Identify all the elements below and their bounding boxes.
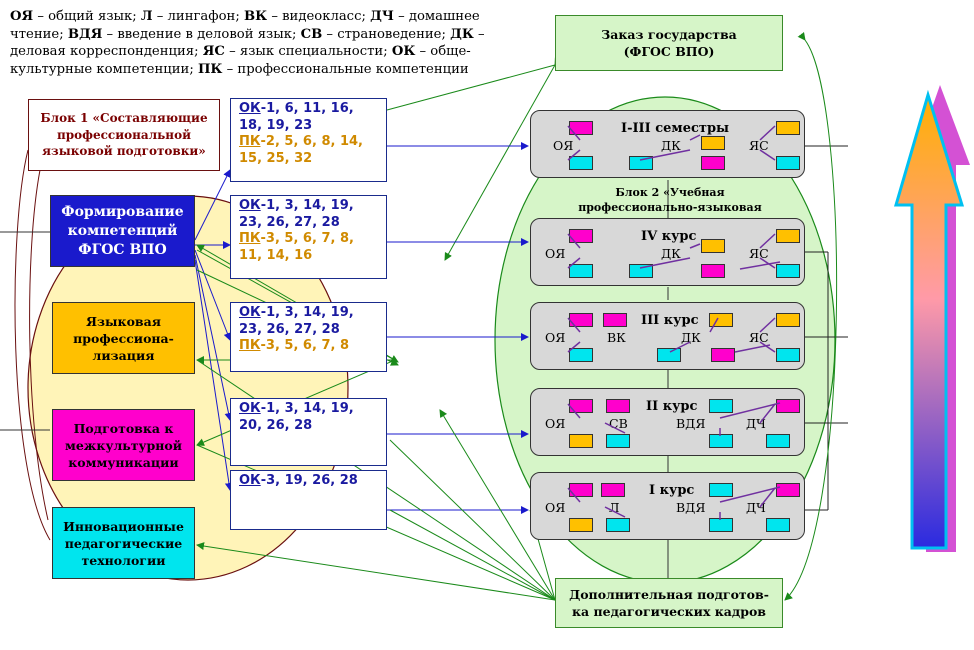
- legend-line-2: чтение; ВДЯ – введение в деловой язык; С…: [10, 26, 485, 42]
- node-label: ДЧ: [746, 416, 766, 431]
- legend-abbr: СВ: [300, 26, 323, 42]
- row-title: III курс: [641, 313, 699, 328]
- node-label: ВДЯ: [676, 416, 706, 431]
- magenta-marker: [601, 483, 625, 497]
- node-label: ДК: [661, 246, 681, 261]
- node-label: ЯС: [749, 138, 769, 153]
- node-label: ОЯ: [545, 246, 566, 261]
- node-label: ВК: [607, 330, 626, 345]
- cyan-marker: [629, 156, 653, 170]
- orange-marker: [776, 229, 800, 243]
- orange-marker: [569, 518, 593, 532]
- language-professionalization-box[interactable]: Языковая профессиона-лизация: [52, 302, 195, 374]
- magenta-marker: [776, 399, 800, 413]
- cyan-marker: [709, 399, 733, 413]
- orange-marker: [776, 121, 800, 135]
- node-label: ДЧ: [746, 500, 766, 515]
- cyan-marker: [776, 348, 800, 362]
- legend-abbr: ОЯ: [10, 9, 34, 24]
- cyan-marker: [776, 264, 800, 278]
- node-label: ОЯ: [545, 500, 566, 515]
- cyan-marker: [709, 483, 733, 497]
- magenta-marker: [701, 156, 725, 170]
- legend-abbr: ДЧ: [370, 9, 394, 24]
- cyan-marker: [766, 518, 790, 532]
- node-label: ОЯ: [545, 330, 566, 345]
- legend-abbr: ДК: [450, 26, 474, 42]
- competency-box-2[interactable]: ОК-1, 3, 14, 19, 23, 26, 27, 28 ПК-3, 5,…: [230, 195, 387, 279]
- legend-line-3: деловая корреспонденция; ЯС – язык специ…: [10, 44, 471, 59]
- row-course-2[interactable]: II курс ОЯ СВ ВДЯ ДЧ: [530, 388, 805, 456]
- cyan-marker: [569, 264, 593, 278]
- legend-abbr: ОК: [391, 44, 416, 59]
- row-course-3[interactable]: III курс ОЯ ВК ДК ЯС: [530, 302, 805, 370]
- node-label: ОЯ: [553, 138, 574, 153]
- big-arrow: [894, 89, 965, 550]
- cyan-marker: [606, 518, 630, 532]
- legend-abbr: Л: [140, 9, 153, 24]
- magenta-marker: [701, 264, 725, 278]
- block1-title: Блок 1 «Составляющие профессиональной яз…: [28, 99, 220, 171]
- row-title: II курс: [646, 399, 698, 414]
- competency-box-4[interactable]: ОК-1, 3, 14, 19, 20, 26, 28: [230, 398, 387, 466]
- node-label: ЯС: [749, 330, 769, 345]
- magenta-marker: [569, 483, 593, 497]
- competency-box-1[interactable]: ОК-1, 6, 11, 16, 18, 19, 23 ПК-2, 5, 6, …: [230, 98, 387, 182]
- innovative-tech-box[interactable]: Инновационные педагогические технологии: [52, 507, 195, 579]
- extra-training-box[interactable]: Дополнительная подготов-ка педагогически…: [555, 578, 783, 628]
- legend-abbr: ПК: [197, 61, 223, 77]
- cyan-marker: [606, 434, 630, 448]
- magenta-marker: [569, 121, 593, 135]
- legend-abbr: ВДЯ: [67, 26, 103, 42]
- cyan-marker: [629, 264, 653, 278]
- cyan-marker: [709, 434, 733, 448]
- magenta-marker: [569, 399, 593, 413]
- legend: ОЯ – общий язык; Л – лингафон; ВК – виде…: [10, 8, 495, 78]
- cyan-marker: [776, 156, 800, 170]
- row-title: I-III семестры: [621, 121, 730, 136]
- legend-line-4: культурные компетенции; ПК – профессиона…: [10, 61, 469, 77]
- legend-line-1: ОЯ – общий язык; Л – лингафон; ВК – виде…: [10, 9, 480, 24]
- cyan-marker: [766, 434, 790, 448]
- node-label: ОЯ: [545, 416, 566, 431]
- row-course-4[interactable]: IV курс ОЯ ДК ЯС: [530, 218, 805, 286]
- row-title: IV курс: [641, 229, 697, 244]
- orange-marker: [701, 136, 725, 150]
- orange-marker: [569, 434, 593, 448]
- magenta-marker: [606, 399, 630, 413]
- node-label: ДК: [681, 330, 701, 345]
- orange-marker: [776, 313, 800, 327]
- cyan-marker: [569, 156, 593, 170]
- legend-abbr: ЯС: [202, 44, 225, 59]
- magenta-marker: [711, 348, 735, 362]
- magenta-marker: [776, 483, 800, 497]
- competency-box-3[interactable]: ОК-1, 3, 14, 19, 23, 26, 27, 28 ПК-3, 5,…: [230, 302, 387, 372]
- orange-marker: [709, 313, 733, 327]
- cyan-marker: [569, 348, 593, 362]
- orange-marker: [701, 239, 725, 253]
- row-course-1[interactable]: I курс ОЯ Л ВДЯ ДЧ: [530, 472, 805, 540]
- cyan-marker: [709, 518, 733, 532]
- legend-abbr: ВК: [243, 9, 268, 24]
- node-label: СВ: [609, 416, 628, 431]
- magenta-marker: [569, 313, 593, 327]
- node-label: Л: [609, 500, 620, 515]
- magenta-marker: [603, 313, 627, 327]
- node-label: ВДЯ: [676, 500, 706, 515]
- node-label: ЯС: [749, 246, 769, 261]
- intercultural-prep-box[interactable]: Подготовка к межкультурной коммуникации: [52, 409, 195, 481]
- magenta-marker: [569, 229, 593, 243]
- node-label: ДК: [661, 138, 681, 153]
- row-semesters-1-3[interactable]: I-III семестры ОЯ ДК ЯС: [530, 110, 805, 178]
- row-title: I курс: [649, 483, 695, 498]
- state-order-box[interactable]: Заказ государства (ФГОС ВПО): [555, 15, 783, 71]
- competencies-box[interactable]: Формирование компетенций ФГОС ВПО: [50, 195, 195, 267]
- competency-box-5[interactable]: ОК-3, 19, 26, 28: [230, 470, 387, 530]
- cyan-marker: [657, 348, 681, 362]
